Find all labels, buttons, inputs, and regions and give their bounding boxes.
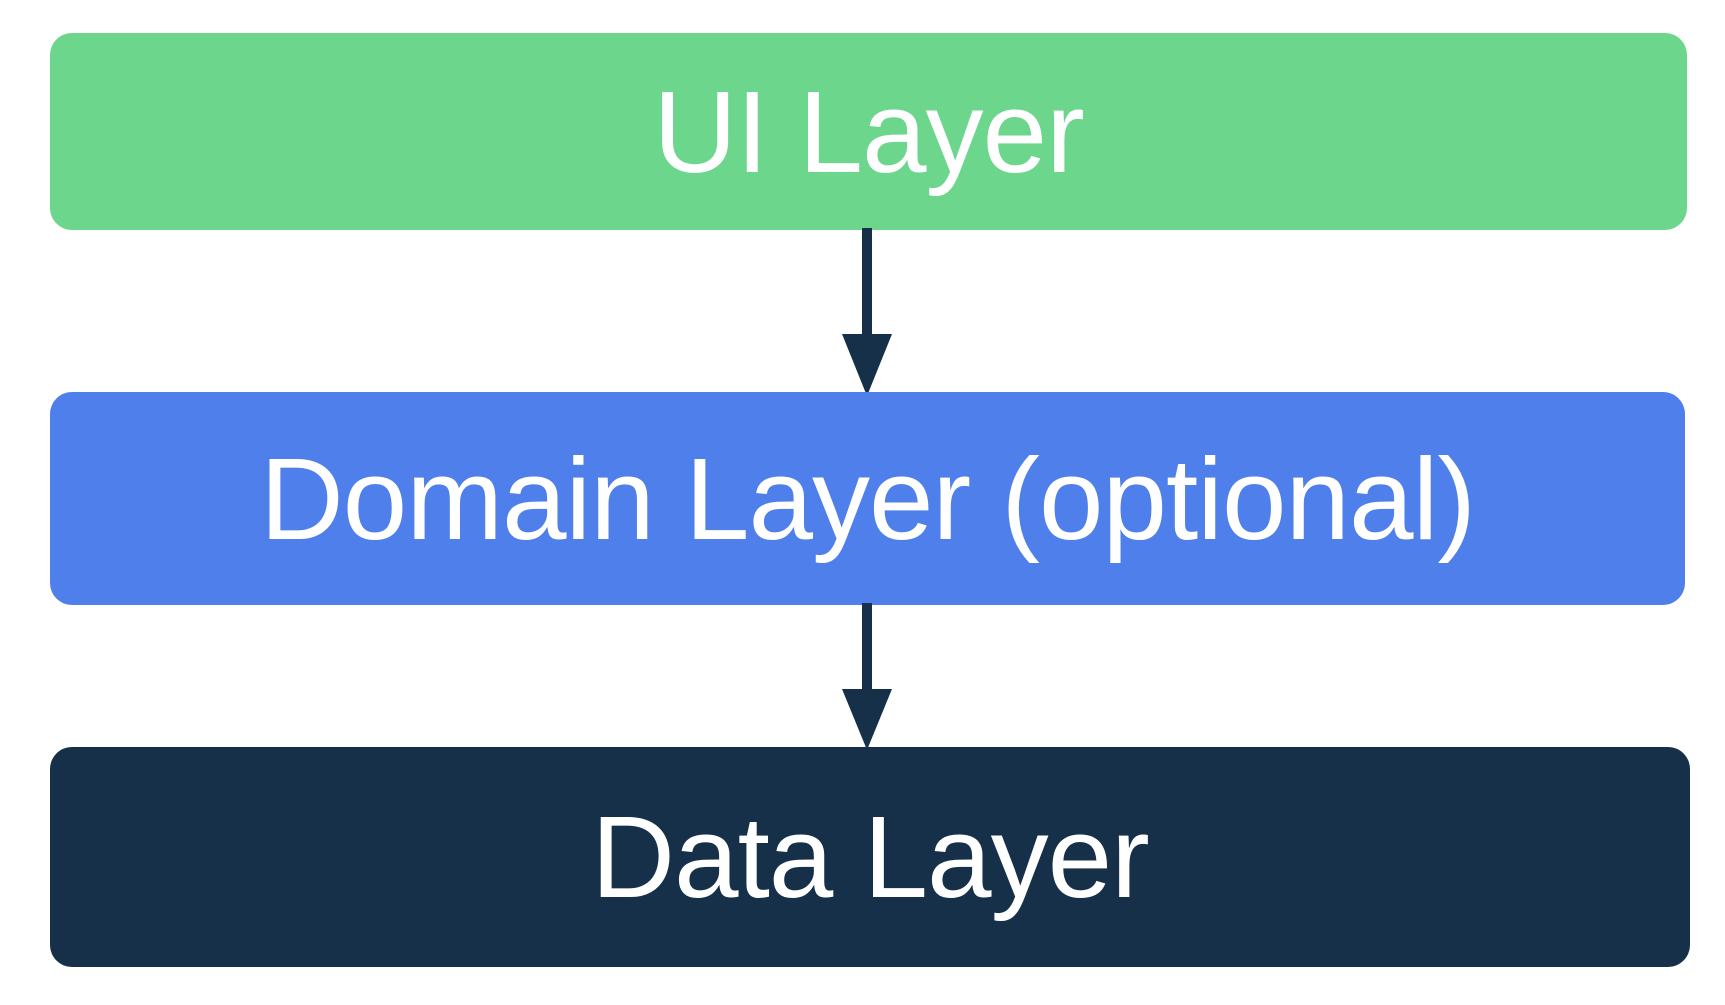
domain-layer-box: Domain Layer (optional) <box>50 392 1685 605</box>
domain-layer-label: Domain Layer (optional) <box>260 433 1476 564</box>
ui-layer-label: UI Layer <box>653 66 1084 197</box>
data-layer-label: Data Layer <box>591 792 1149 922</box>
arrow-ui-to-domain-icon <box>842 228 892 396</box>
ui-layer-box: UI Layer <box>50 33 1687 230</box>
data-layer-box: Data Layer <box>50 747 1690 967</box>
arrow-domain-to-data-icon <box>842 603 892 750</box>
